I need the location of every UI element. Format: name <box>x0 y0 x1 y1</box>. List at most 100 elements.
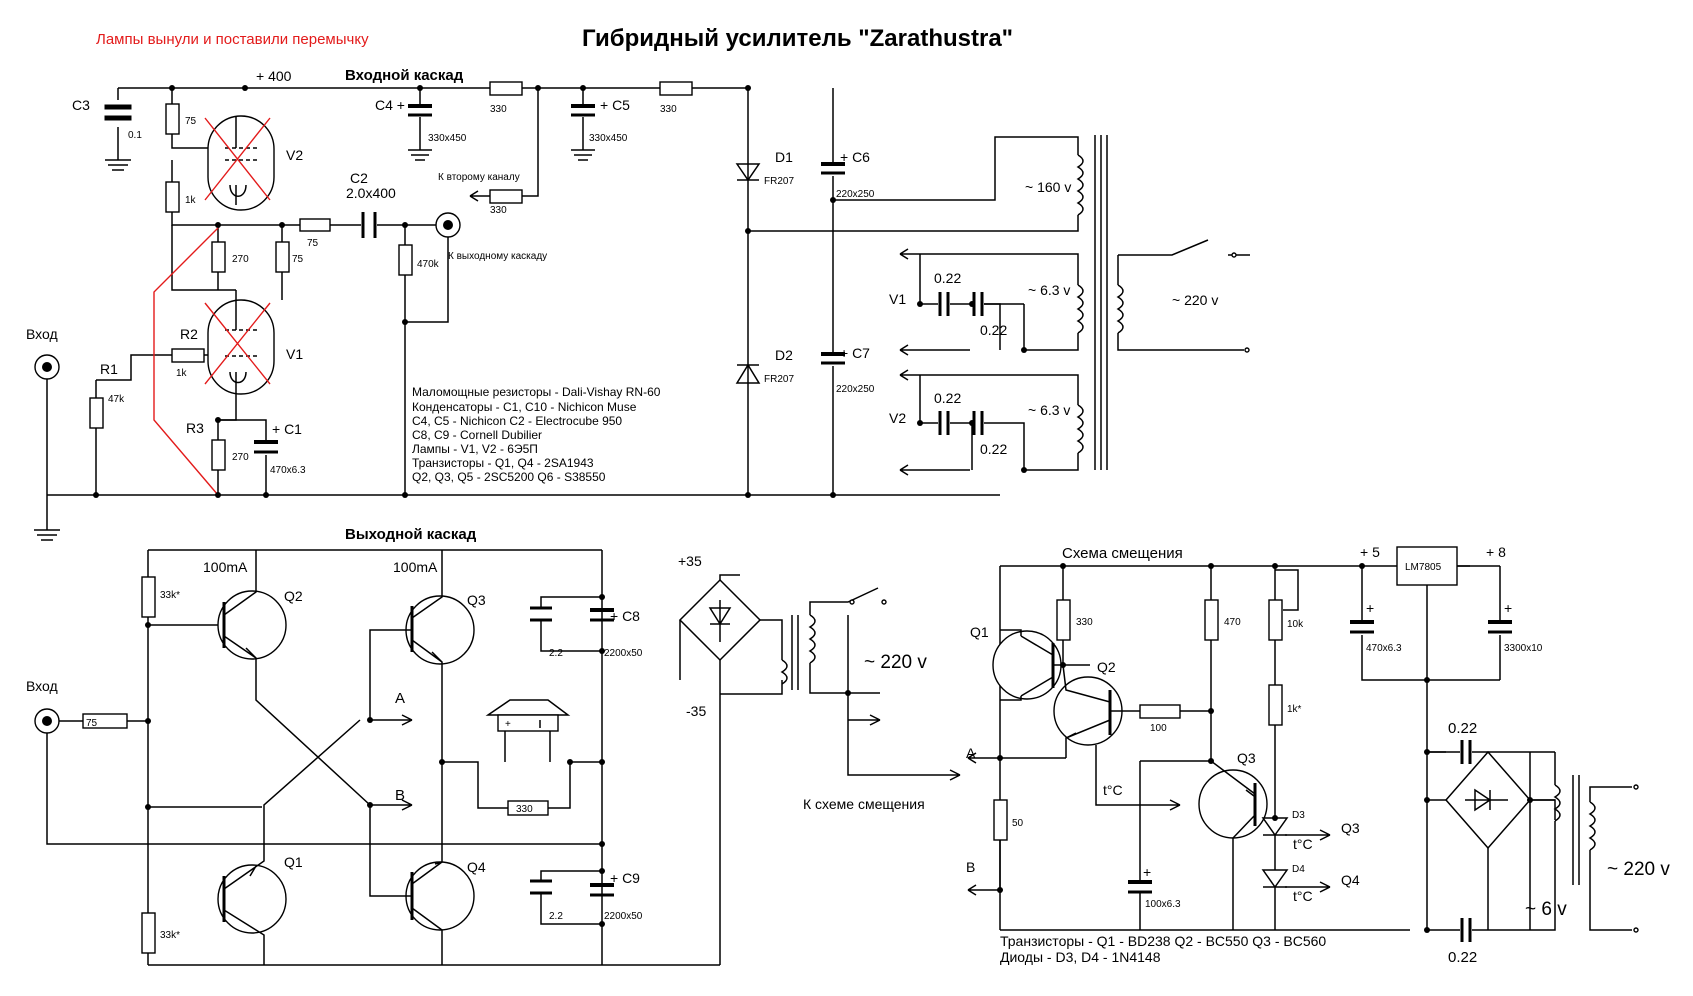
tc-label-1: t°C <box>1103 782 1123 798</box>
r-330-c: 330 <box>660 104 677 115</box>
bias-note-1: Транзисторы - Q1 - BD238 Q2 - BC550 Q3 -… <box>1000 933 1326 949</box>
r-33k-bottom: 33k* <box>160 930 180 941</box>
c9-film-value: 2.2 <box>549 911 563 922</box>
q2-current: 100mA <box>203 559 248 575</box>
r3-label: R3 <box>186 420 204 436</box>
note-line-4: C8, C9 - Cornell Dubilier <box>412 428 542 442</box>
c5-label: + C5 <box>600 97 630 113</box>
c-470-value: 470x6.3 <box>1366 643 1402 654</box>
r1-value: 47k <box>108 394 125 405</box>
r-470k: 470k <box>417 259 440 270</box>
filament-v2-label: V2 <box>889 410 906 426</box>
r-75-input: 75 <box>86 718 98 729</box>
lm7805-label: LM7805 <box>1405 562 1442 573</box>
c9-label: + C9 <box>610 870 640 886</box>
bias-q1-label: Q1 <box>970 624 989 640</box>
q1-label: Q1 <box>284 854 303 870</box>
c8-film-value: 2.2 <box>549 648 563 659</box>
v63-label-1: ~ 6.3 v <box>1028 282 1070 298</box>
c2-label: C2 <box>350 170 368 186</box>
point-a-label: A <box>395 690 405 707</box>
note-line-2: Конденсаторы - C1, C10 - Nichicon Muse <box>412 400 637 414</box>
v220-label-3: ~ 220 v <box>1607 859 1670 880</box>
note-line-1: Маломощные резисторы - Dali-Vishay RN-60 <box>412 385 661 399</box>
input-stage-title: Входной каскад <box>345 67 464 84</box>
input-stage: C3 0.1 + 400 75 V2 1k 270 75 75 C2 2.0x4 <box>26 68 1000 541</box>
tc-label-3: t°C <box>1293 888 1313 904</box>
output-stage: 33k* 33k* Вход 75 100mA Q2 Q1 100mA Q3 A <box>26 549 961 966</box>
q2-label: Q2 <box>284 588 303 604</box>
r-330-speaker: 330 <box>516 804 533 815</box>
v2-label: V2 <box>286 147 303 163</box>
v220-label-1: ~ 220 v <box>1172 292 1218 308</box>
bias-b-label: B <box>966 859 975 875</box>
c-022-b: 0.22 <box>980 322 1007 338</box>
d1-label: D1 <box>775 149 793 165</box>
to-bias-label: К схеме смещения <box>803 796 925 812</box>
bias-q3-label: Q3 <box>1237 750 1256 766</box>
v160-label: ~ 160 v <box>1025 179 1071 195</box>
v1-label: V1 <box>286 346 303 362</box>
c-022-top: 0.22 <box>1448 720 1477 737</box>
to-second-channel-label: К второму каналу <box>438 172 520 183</box>
c2-value: 2.0x400 <box>346 185 396 201</box>
r2-label: R2 <box>180 326 198 342</box>
bias-out-q3: Q3 <box>1341 820 1360 836</box>
r-270-top: 270 <box>232 254 249 265</box>
r1-label: R1 <box>100 361 118 377</box>
d4-label: D4 <box>1292 864 1305 875</box>
r-1k-grid: 1k <box>185 195 197 206</box>
bias-circuit: + 5 + 8 Q1 330 Q2 A 100 470 <box>966 544 1555 965</box>
bias-r-10k: 10k <box>1287 619 1304 630</box>
r2-value: 1k <box>176 368 188 379</box>
hv-supply: D1 FR207 D2 FR207 + C6 220x250 + C7 220x… <box>735 88 1250 495</box>
note-line-6: Транзисторы - Q1, Q4 - 2SA1943 <box>412 456 594 470</box>
d2-label: D2 <box>775 347 793 363</box>
c-3300-value: 3300x10 <box>1504 643 1543 654</box>
c4-label: C4 + <box>375 97 405 113</box>
bias-r-330: 330 <box>1076 617 1093 628</box>
c6-value: 220x250 <box>836 189 875 200</box>
v63-label-2: ~ 6.3 v <box>1028 402 1070 418</box>
c-022-c: 0.22 <box>934 390 961 406</box>
c-470-plus: + <box>1366 600 1374 616</box>
c4-value: 330x450 <box>428 133 467 144</box>
v6-label: ~ 6 v <box>1525 899 1567 920</box>
r-33k-top: 33k* <box>160 590 180 601</box>
d1-value: FR207 <box>764 176 794 187</box>
speaker-plus: + <box>505 719 511 730</box>
v220-label-2: ~ 220 v <box>864 652 927 673</box>
bias-c100-value: 100x6.3 <box>1145 899 1181 910</box>
filament-v1-label: V1 <box>889 291 906 307</box>
bias-r-1k: 1k* <box>1287 704 1302 715</box>
bias-supply: 0.22 0.22 ~ 6 v ~ 220 v <box>1424 720 1670 966</box>
r-75-plate: 75 <box>185 116 197 127</box>
output-stage-title: Выходной каскад <box>345 526 477 543</box>
r-75-series: 75 <box>307 238 319 249</box>
c6-label: + C6 <box>840 149 870 165</box>
point-b-label: B <box>395 787 405 804</box>
c7-value: 220x250 <box>836 384 875 395</box>
q3-current: 100mA <box>393 559 438 575</box>
d3-label: D3 <box>1292 810 1305 821</box>
q3-label: Q3 <box>467 592 486 608</box>
plus8-label: + 8 <box>1486 544 1506 560</box>
bias-c100-plus: + <box>1143 864 1151 880</box>
r-330-b: 330 <box>490 205 507 216</box>
c3-label: C3 <box>72 97 90 113</box>
c-022-a: 0.22 <box>934 270 961 286</box>
minus35-label: -35 <box>686 703 706 719</box>
c-022-bottom: 0.22 <box>1448 949 1477 966</box>
plus400-label: + 400 <box>256 68 292 84</box>
bias-a-label: A <box>966 745 976 761</box>
r3-value: 270 <box>232 452 249 463</box>
note-line-5: Лампы - V1, V2 - 6Э5П <box>412 442 538 456</box>
c3-value: 0.1 <box>128 130 142 141</box>
input-label: Вход <box>26 326 58 342</box>
c-3300-plus: + <box>1504 600 1512 616</box>
d2-value: FR207 <box>764 374 794 385</box>
schematic-title: Гибридный усилитель "Zarathustra" <box>582 25 1013 52</box>
q4-label: Q4 <box>467 859 486 875</box>
bias-out-q4: Q4 <box>1341 872 1360 888</box>
